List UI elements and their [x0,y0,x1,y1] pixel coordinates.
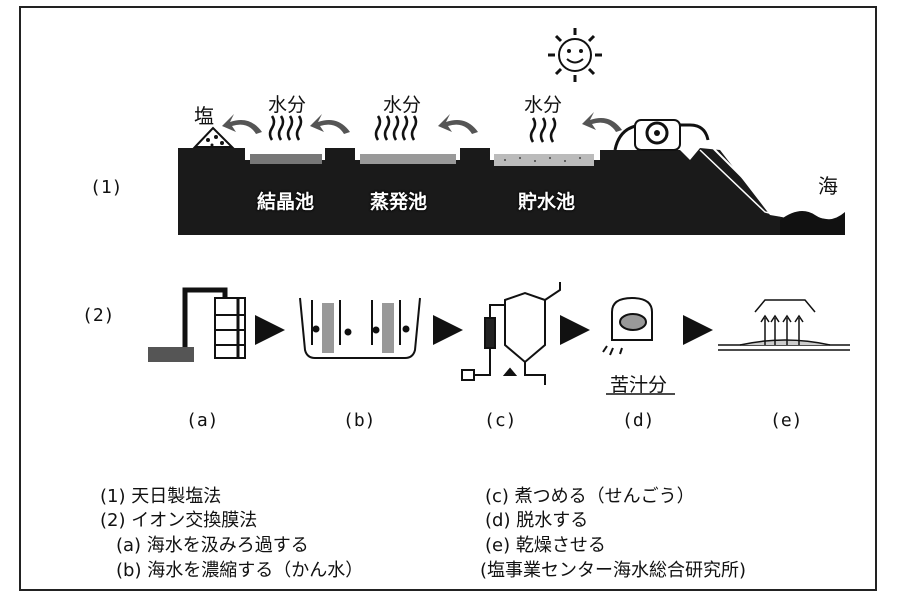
filtration-unit-icon [148,287,246,362]
bittern-label: 苦汁分 [610,374,668,396]
salt-label: 塩 [194,104,214,128]
row1-label: (1) [90,177,123,198]
ground-profile [178,148,845,235]
sun-icon [548,28,602,82]
step-c-caption: (c) [484,410,517,431]
dryer-icon [718,299,850,351]
row2-label: (2) [82,305,115,326]
pump-icon [613,119,710,151]
step-arrows [255,315,713,345]
legend-item-1: (1) 天日製塩法 [100,486,222,507]
vapor-icon [268,115,557,143]
source-credit: (塩事業センター海水総合研究所) [480,560,747,581]
reservoir-pool-label: 貯水池 [518,191,576,213]
reservoir-pool [494,154,594,166]
water-label-3: 水分 [524,94,563,116]
legend-item-c: (c) 煮つめる（せんごう） [485,486,695,507]
crystallization-pool-label: 結晶池 [257,191,315,213]
flow-arrows [222,112,622,134]
diagram-frame [19,6,877,591]
step-a-caption: (a) [186,410,219,431]
legend-item-d: (d) 脱水する [485,510,589,531]
crystallization-pool [250,154,322,164]
step-b-caption: (b) [343,410,376,431]
evaporator-icon [461,282,561,385]
step-e-caption: (e) [770,410,803,431]
salt-pile-icon [192,126,235,148]
evaporation-pool [360,154,456,164]
evaporation-pool-label: 蒸発池 [370,191,428,213]
legend-item-2: (2) イオン交換膜法 [100,510,258,531]
step-d-caption: (d) [622,410,655,431]
water-label-2: 水分 [383,94,422,116]
sea-label: 海 [818,174,838,198]
sea-waves [780,211,845,235]
legend-item-e: (e) 乾燥させる [485,535,606,556]
water-label-1: 水分 [268,94,307,116]
centrifuge-icon [602,296,653,356]
electrodialysis-unit-icon [299,297,421,359]
legend-item-b: (b) 海水を濃縮する（かん水） [116,560,364,581]
legend-item-a: (a) 海水を汲みろ過する [116,535,309,556]
